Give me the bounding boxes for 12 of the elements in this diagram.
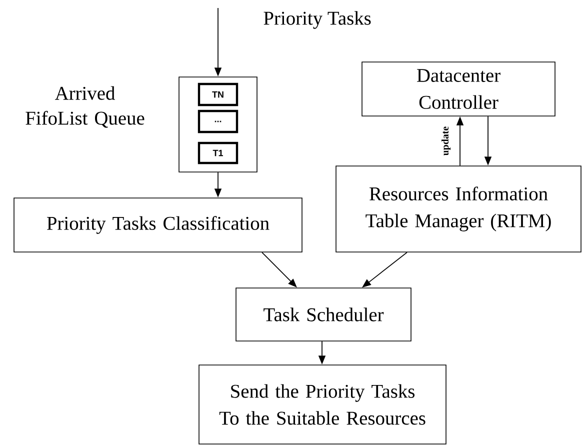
process-box: Resources Information Table Manager (RITM) [336, 166, 582, 252]
edge-label: update [441, 126, 451, 156]
task-slot: T1 [198, 142, 238, 164]
process-box: Datacenter Controller [362, 62, 556, 116]
edge-label: Priority Tasks [264, 11, 371, 29]
task-slot: ... [198, 110, 238, 134]
queue-label: Arrived FifoList Queue [26, 86, 144, 128]
process-box: Send the Priority Tasks To the Suitable Resources [198, 364, 446, 444]
process-box: Task Scheduler [236, 288, 412, 342]
process-box: Priority Tasks Classification [14, 198, 302, 252]
task-slot: TN [198, 82, 238, 106]
queue-box [178, 76, 258, 172]
